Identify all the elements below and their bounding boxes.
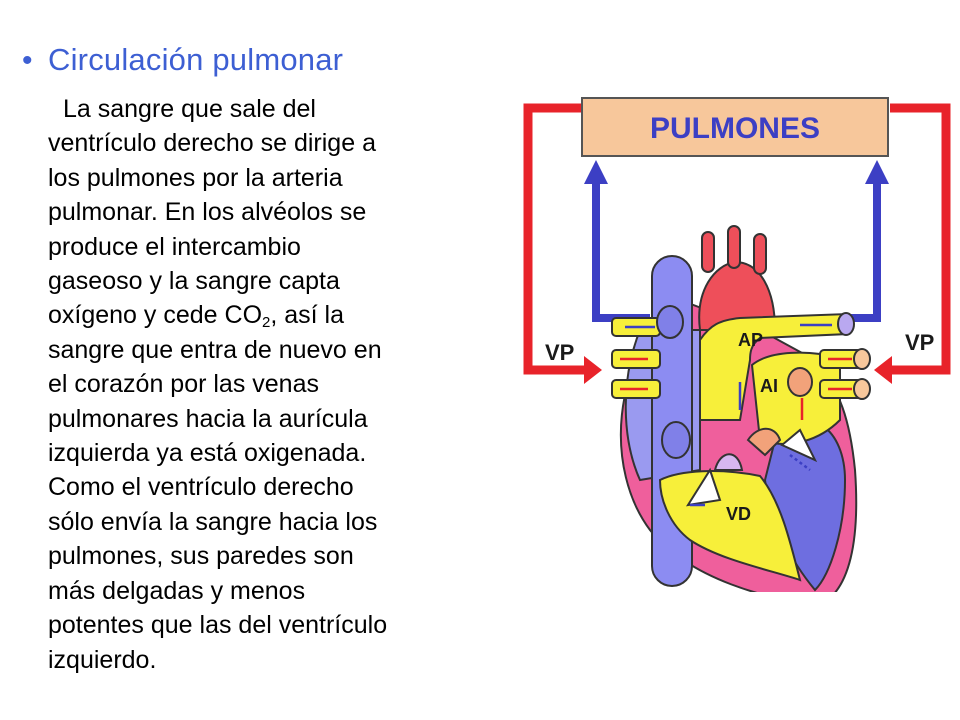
paragraph-text: oxígeno y cede CO: [48, 301, 263, 330]
vessel-opening: [661, 421, 691, 459]
paragraph-line: pulmonares hacia la aurícula: [48, 404, 368, 433]
mitral-valve: [780, 428, 818, 463]
bullet-glyph: •: [22, 44, 33, 77]
vein-opening: [853, 348, 871, 370]
paragraph-line: izquierdo.: [48, 645, 157, 674]
vein-opening: [787, 367, 813, 397]
pulmonary-valve: [713, 453, 744, 471]
aortic-branch: [727, 225, 741, 269]
left-artery-line: [592, 182, 650, 322]
paragraph-line: pulmones, sus paredes son: [48, 542, 354, 571]
left-artery-arrow: [584, 160, 608, 184]
body-paragraph: La sangre que sale del ventrículo derech…: [48, 92, 508, 677]
aortic-branch: [701, 231, 715, 273]
aortic-branch: [753, 233, 767, 275]
paragraph-line: La sangre que sale del: [63, 95, 316, 123]
paragraph-line: sólo envía la sangre hacia los: [48, 507, 378, 536]
paragraph-line: sangre que entra de nuevo en: [48, 335, 382, 364]
paragraph-line: ventrículo derecho se dirige a: [48, 129, 376, 158]
left-atrium: [750, 351, 841, 445]
tricuspid-valve: [685, 467, 722, 507]
lungs-box: [581, 97, 889, 157]
ai-label: AI: [760, 376, 778, 396]
vp-right-label: VP: [905, 330, 934, 355]
vd-label: VD: [726, 504, 751, 524]
left-vein-line: [523, 103, 584, 375]
pulmonary-veins-loop: [523, 103, 951, 375]
flow-arrows: [620, 323, 852, 507]
lungs-label: PULMONES: [650, 112, 820, 145]
aortic-valve: [746, 427, 782, 457]
slide-heading: Circulación pulmonar: [48, 42, 344, 77]
paragraph-line: gaseoso y la sangre capta: [48, 267, 340, 296]
right-artery-line: [830, 182, 881, 322]
paragraph-line: produce el intercambio: [48, 232, 301, 261]
heart-diagram-svg: PULMONES VP VP: [523, 97, 951, 592]
paragraph-line: pulmonar. En los alvéolos se: [48, 198, 367, 227]
right-artery-arrow: [865, 160, 889, 184]
flow-arrow: [789, 454, 811, 471]
right-vein-line: [890, 103, 951, 375]
ap-label: AP: [738, 330, 763, 350]
paragraph-line: el corazón por las venas: [48, 370, 319, 399]
heading-row: • Circulación pulmonar: [22, 42, 343, 78]
valves: [685, 427, 818, 507]
vein-opening: [853, 378, 871, 400]
paragraph-line: potentes que las del ventrículo: [48, 611, 388, 640]
co2-subscript: 2: [262, 314, 271, 332]
left-vein-arrow: [584, 356, 602, 384]
pulmonary-circulation-diagram: PULMONES VP VP: [512, 92, 960, 592]
vp-left-label: VP: [545, 340, 574, 365]
paragraph-line: los pulmones por la arteria: [48, 163, 343, 192]
paragraph-text: , así la: [270, 301, 345, 330]
artery-opening: [837, 312, 855, 336]
right-vein-arrow: [874, 356, 892, 384]
paragraph-line: más delgadas y menos: [48, 576, 306, 605]
vessel-opening: [656, 305, 684, 339]
paragraph-line: izquierda ya está oxigenada.: [48, 439, 367, 468]
paragraph-line: Como el ventrículo derecho: [48, 473, 354, 502]
paragraph-line: oxígeno y cede CO2, así la: [48, 298, 508, 332]
